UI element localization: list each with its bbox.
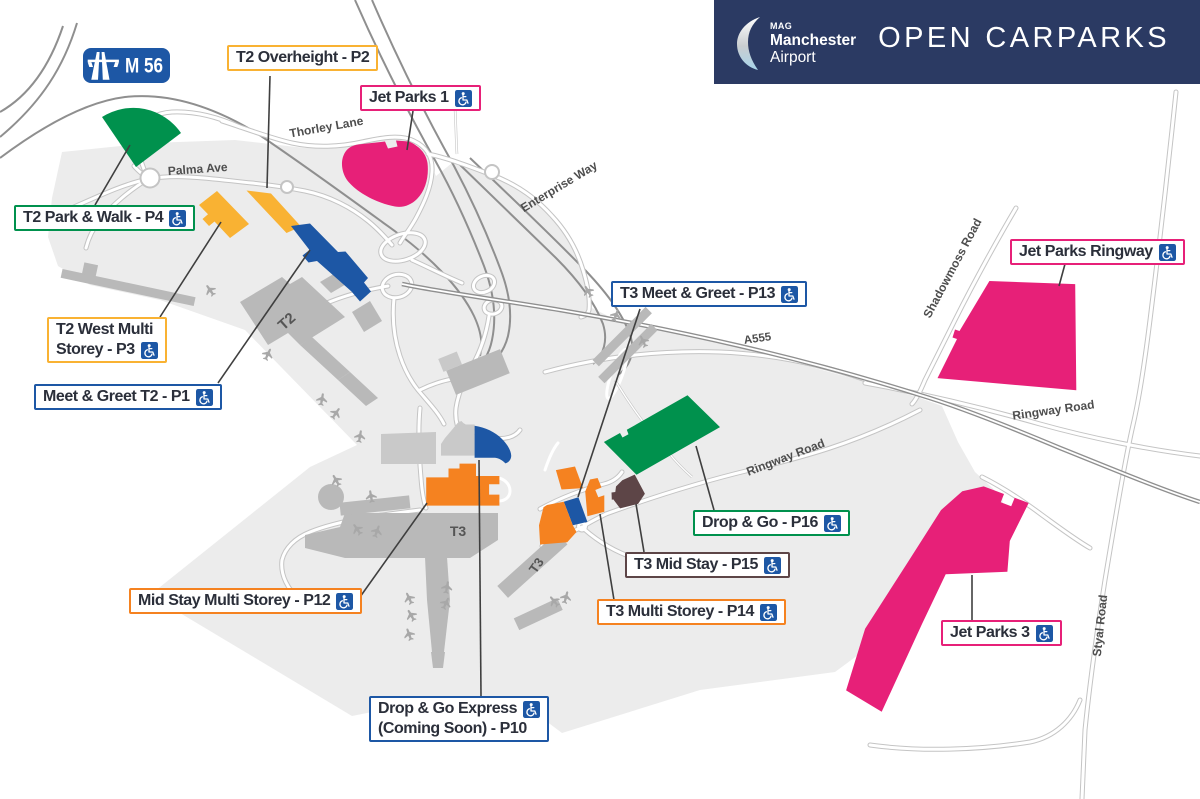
accessibility-icon xyxy=(763,556,781,574)
brand-logo: MAG Manchester Airport xyxy=(734,15,934,71)
shape-t2-overheight xyxy=(246,190,301,233)
carpark-label-text: T2 Park & Walk - P4 xyxy=(23,209,164,226)
carpark-label-text: T3 Meet & Greet - P13 xyxy=(620,285,776,302)
accessibility-icon xyxy=(1035,624,1053,642)
shape-t3-multi-storey-upper xyxy=(555,466,583,490)
carpark-label-text: T3 Mid Stay - P15 xyxy=(634,556,758,573)
road-label-palma-ave: Palma Ave xyxy=(167,160,228,178)
road-label-enterprise-way: Enterprise Way xyxy=(518,158,600,215)
accessibility-icon xyxy=(169,209,187,227)
carpark-label-text: Jet Parks 1 xyxy=(369,89,449,106)
carpark-label-line: T3 Multi Storey - P14 xyxy=(606,602,777,622)
carpark-label-text: Mid Stay Multi Storey - P12 xyxy=(138,592,331,609)
carpark-label-text: T2 West Multi xyxy=(56,321,153,338)
carpark-label-mid-stay-multi-storey: Mid Stay Multi Storey - P12 xyxy=(129,588,363,614)
brand-text: MAG Manchester Airport xyxy=(770,22,856,65)
carpark-label-line: Jet Parks Ringway xyxy=(1019,242,1176,262)
accessibility-icon xyxy=(140,341,158,359)
accessibility-icon xyxy=(454,89,472,107)
carpark-label-line: Drop & Go Express xyxy=(378,699,541,719)
carpark-label-t2-overheight: T2 Overheight - P2 xyxy=(227,45,379,71)
carpark-label-line: T2 Park & Walk - P4 xyxy=(23,208,187,228)
header-bar: MAG Manchester Airport OPEN CARPARKS xyxy=(714,0,1200,84)
carpark-label-t3-multi-storey: T3 Multi Storey - P14 xyxy=(597,599,786,625)
m56-label: M 56 xyxy=(125,55,163,78)
carpark-label-text: Meet & Greet T2 - P1 xyxy=(43,388,190,405)
shape-t3-multi-storey-main xyxy=(585,478,605,517)
carpark-label-jet-parks-1: Jet Parks 1 xyxy=(360,85,481,111)
carpark-label-line: T2 West Multi xyxy=(56,320,158,340)
carpark-label-text: Jet Parks 3 xyxy=(950,624,1030,641)
carpark-label-line: Jet Parks 3 xyxy=(950,623,1053,643)
accessibility-icon xyxy=(336,592,354,610)
carpark-label-line: T3 Mid Stay - P15 xyxy=(634,555,781,575)
road-label-shadowmoss-road: Shadowmoss Road xyxy=(920,216,984,320)
motorway-icon xyxy=(87,52,119,80)
carpark-label-text: Drop & Go Express xyxy=(378,700,518,717)
brand-line1: Manchester xyxy=(770,32,857,49)
road-label-styal-road: Styal Road xyxy=(1090,594,1110,657)
carpark-label-line: Mid Stay Multi Storey - P12 xyxy=(138,591,354,611)
carpark-label-text: (Coming Soon) - P10 xyxy=(378,720,527,737)
terminal-label-t3-main: T3 xyxy=(450,523,467,539)
carpark-label-t3-mid-stay: T3 Mid Stay - P15 xyxy=(625,552,790,578)
shape-jet-parks-ringway xyxy=(937,281,1077,391)
carpark-label-text: Storey - P3 xyxy=(56,341,135,358)
carpark-label-line: Storey - P3 xyxy=(56,340,158,360)
carpark-label-t2-park-walk: T2 Park & Walk - P4 xyxy=(14,205,196,231)
header-background xyxy=(714,0,1200,84)
leader-lines xyxy=(94,75,1066,697)
carpark-label-drop-go-p16: Drop & Go - P16 xyxy=(693,510,850,536)
roundabouts xyxy=(139,164,500,194)
a555-road xyxy=(401,281,1200,505)
shape-t2-park-walk xyxy=(102,107,181,167)
brand-line2: Airport xyxy=(770,48,816,66)
carpark-label-line: T3 Meet & Greet - P13 xyxy=(620,284,799,304)
accessibility-icon xyxy=(823,514,841,532)
accessibility-icon xyxy=(195,388,213,406)
carpark-label-text: T3 Multi Storey - P14 xyxy=(606,603,754,620)
page-title: OPEN CARPARKS xyxy=(878,22,1170,54)
road-label-thorley-lane: Thorley Lane xyxy=(288,114,364,141)
carpark-label-jet-parks-3: Jet Parks 3 xyxy=(941,620,1062,646)
carpark-shapes xyxy=(102,107,1077,712)
carpark-label-t3-meet-greet: T3 Meet & Greet - P13 xyxy=(611,281,808,307)
road-label-a555: A555 xyxy=(743,331,772,347)
carpark-label-line: Drop & Go - P16 xyxy=(702,513,841,533)
shape-jet-parks-1 xyxy=(341,140,428,207)
carpark-label-text: Jet Parks Ringway xyxy=(1019,243,1153,260)
carpark-label-text: T2 Overheight - P2 xyxy=(236,49,370,66)
shape-t3-multi-storey-west xyxy=(539,501,577,545)
carpark-label-text: Drop & Go - P16 xyxy=(702,514,818,531)
carpark-label-line: Jet Parks 1 xyxy=(369,88,472,108)
shape-t3-mid-stay xyxy=(611,474,645,509)
shape-jet-parks-3 xyxy=(846,486,1029,712)
shape-drop-go-p16 xyxy=(603,395,720,475)
accessibility-icon xyxy=(1158,243,1176,261)
carpark-label-drop-go-express: Drop & Go Express (Coming Soon) - P10 xyxy=(369,696,550,742)
m56-badge: M 56 xyxy=(83,48,170,83)
shape-t2-west-multi-storey xyxy=(199,191,249,238)
carpark-label-line: (Coming Soon) - P10 xyxy=(378,719,540,739)
shape-meet-greet-t2 xyxy=(291,223,371,302)
brand-tag: MAG xyxy=(770,21,793,31)
carpark-label-jet-parks-ringway: Jet Parks Ringway xyxy=(1010,239,1185,265)
shape-t3-meet-greet xyxy=(563,497,588,526)
accessibility-icon xyxy=(781,285,799,303)
shape-mid-stay-multi-storey xyxy=(426,463,500,506)
mag-crescent-icon xyxy=(737,17,760,70)
accessibility-icon xyxy=(523,700,541,718)
accessibility-icon xyxy=(759,603,777,621)
carpark-label-line: T2 Overheight - P2 xyxy=(236,48,370,68)
carpark-label-meet-greet-t2: Meet & Greet T2 - P1 xyxy=(34,384,222,410)
shape-drop-go-express xyxy=(474,425,512,464)
carpark-label-line: Meet & Greet T2 - P1 xyxy=(43,387,213,407)
road-label-ringway-road-east: Ringway Road xyxy=(1012,397,1096,422)
terminal-label-t3-pier: T3 xyxy=(526,555,547,576)
